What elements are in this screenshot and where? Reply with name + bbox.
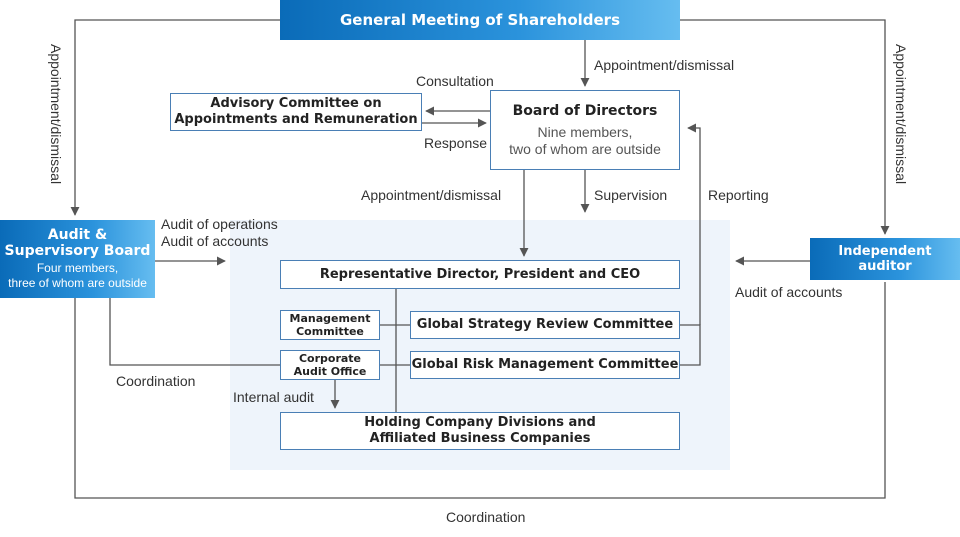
line-coordination-left [109, 298, 280, 366]
advisory-committee-box: Advisory Committee on Appointments and R… [170, 93, 422, 131]
audit-board-line1: Audit & [47, 227, 108, 243]
corporate-audit-line1: Corporate [298, 352, 362, 365]
label-consultation: Consultation [416, 73, 494, 89]
corporate-audit-office-box: Corporate Audit Office [280, 350, 380, 380]
line-bottom-coordination [74, 282, 886, 499]
board-sub-line1: Nine members, [537, 123, 633, 140]
global-risk-box: Global Risk Management Committee [410, 351, 680, 379]
audit-supervisory-board-box: Audit & Supervisory Board Four members, … [0, 220, 155, 298]
label-coordination-bottom: Coordination [446, 509, 526, 525]
management-line1: Management [289, 312, 371, 325]
label-appointment-mid: Appointment/dismissal [361, 187, 502, 203]
global-strategy-title: Global Strategy Review Committee [416, 317, 674, 332]
ceo-title: Representative Director, President and C… [319, 266, 641, 282]
audit-board-line2: Supervisory Board [4, 243, 151, 259]
holding-company-box: Holding Company Divisions and Affiliated… [280, 412, 680, 450]
board-title: Board of Directors [512, 102, 658, 119]
label-internal-audit: Internal audit [233, 389, 314, 405]
audit-board-sub-line2: three of whom are outside [8, 276, 147, 290]
global-strategy-box: Global Strategy Review Committee [410, 311, 680, 339]
ceo-box: Representative Director, President and C… [280, 260, 680, 289]
independent-auditor-title: Independent auditor [838, 244, 932, 274]
corporate-audit-line2: Audit Office [293, 365, 367, 378]
holding-line2: Affiliated Business Companies [369, 431, 591, 446]
advisory-committee-line1: Advisory Committee on [210, 96, 382, 111]
audit-board-sub-line1: Four members, [36, 261, 119, 275]
advisory-committee-line2: Appointments and Remuneration [174, 112, 418, 127]
line-gm-to-audit-board [70, 19, 280, 216]
general-meeting-title: General Meeting of Shareholders [339, 11, 621, 29]
label-audit-accounts-left: Audit of accounts [161, 233, 269, 249]
label-coordination-left: Coordination [116, 373, 196, 389]
label-audit-operations: Audit of operations [161, 216, 278, 232]
board-sub-line2: two of whom are outside [509, 140, 661, 157]
label-appointment-right: Appointment/dismissal [893, 44, 909, 185]
label-appointment-top: Appointment/dismissal [594, 57, 735, 73]
general-meeting-box: General Meeting of Shareholders [280, 0, 680, 40]
label-reporting: Reporting [708, 187, 769, 203]
label-appointment-left: Appointment/dismissal [48, 44, 64, 185]
label-audit-accounts-right: Audit of accounts [735, 284, 843, 300]
board-of-directors-box: Board of Directors Nine members, two of … [490, 90, 680, 170]
holding-line1: Holding Company Divisions and [364, 415, 596, 430]
arrow-reporting [687, 123, 701, 325]
line-gm-to-independent-auditor [680, 19, 890, 235]
management-line2: Committee [296, 325, 364, 338]
line-committees-reporting [680, 324, 701, 366]
label-response: Response [424, 135, 488, 151]
label-supervision: Supervision [594, 187, 668, 203]
management-committee-box: Management Committee [280, 310, 380, 340]
global-risk-title: Global Risk Management Committee [411, 357, 679, 372]
independent-auditor-box: Independent auditor [810, 238, 960, 280]
